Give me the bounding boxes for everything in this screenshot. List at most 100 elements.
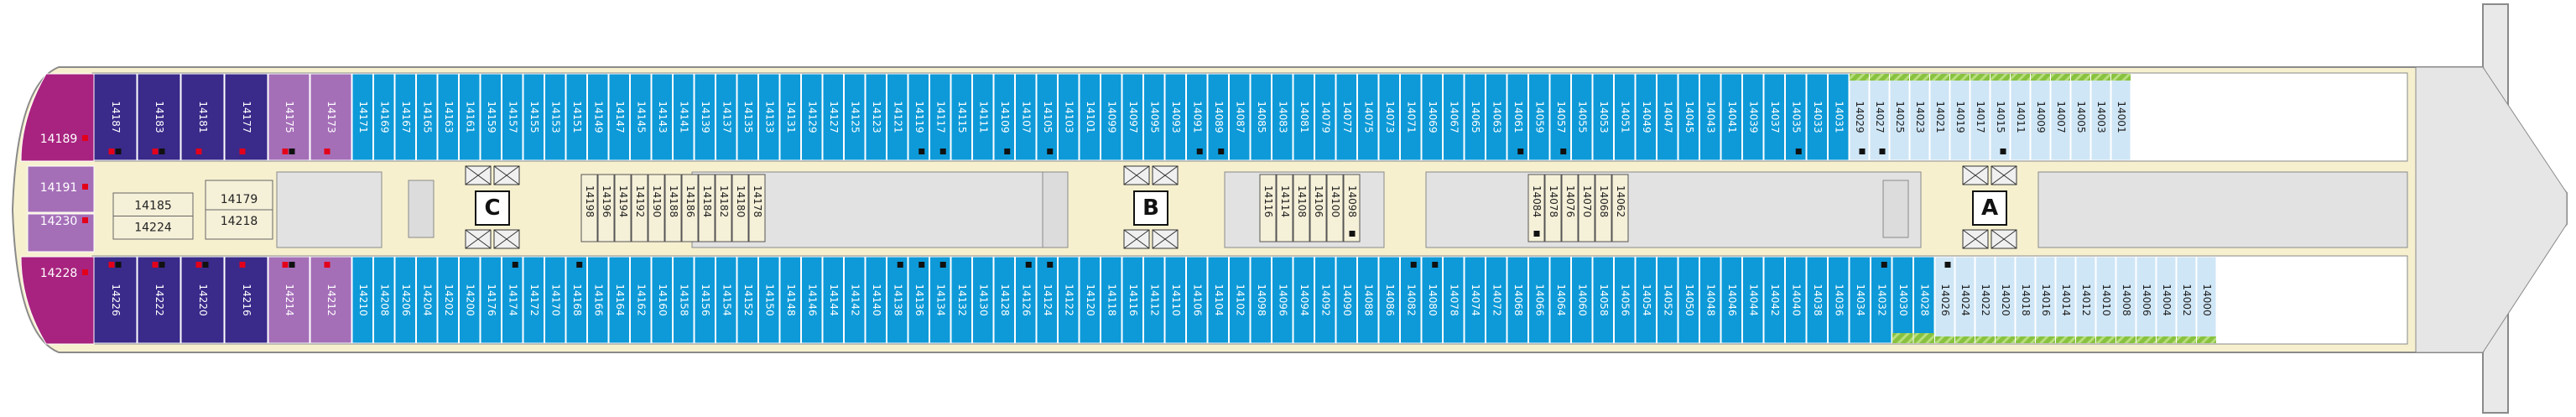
bottom-cabin-14058[interactable]: 14058: [1592, 256, 1614, 344]
bottom-cabin-14154[interactable]: 14154: [716, 256, 737, 344]
top-cabin-14145[interactable]: 14145: [630, 73, 652, 161]
bottom-cabin-14094[interactable]: 14094: [1293, 256, 1314, 344]
top-cabin-14093[interactable]: 14093: [1164, 73, 1186, 161]
bottom-cabin-14092[interactable]: 14092: [1314, 256, 1336, 344]
bottom-cabin-14110[interactable]: 14110: [1164, 256, 1186, 344]
bottom-cabin-14046[interactable]: 14046: [1720, 256, 1742, 344]
inner-cabin-14114[interactable]: 14114: [1276, 174, 1293, 242]
bottom-cabin-14160[interactable]: 14160: [651, 256, 673, 344]
bottom-cabin-14170[interactable]: 14170: [544, 256, 566, 344]
inner-cabin-14186[interactable]: 14186: [681, 174, 699, 242]
top-cabin-14127[interactable]: 14127: [822, 73, 844, 161]
bottom-cabin-14052[interactable]: 14052: [1657, 256, 1678, 344]
top-cabin-14065[interactable]: 14065: [1464, 73, 1486, 161]
bottom-cabin-14156[interactable]: 14156: [694, 256, 716, 344]
inner-cabin-14070[interactable]: 14070: [1578, 174, 1595, 242]
top-cabin-14059[interactable]: 14059: [1528, 73, 1550, 161]
bottom-cabin-14036[interactable]: 14036: [1828, 256, 1850, 344]
bottom-cabin-14206[interactable]: 14206: [394, 256, 416, 344]
bottom-cabin-14212[interactable]: 14212: [310, 256, 352, 344]
top-cabin-14141[interactable]: 14141: [673, 73, 695, 161]
bottom-cabin-14008[interactable]: 14008: [2115, 256, 2136, 344]
bottom-cabin-14220[interactable]: 14220: [180, 256, 225, 344]
top-cabin-14167[interactable]: 14167: [394, 73, 416, 161]
top-cabin-14077[interactable]: 14077: [1335, 73, 1357, 161]
top-cabin-14175[interactable]: 14175: [268, 73, 310, 161]
bottom-cabin-14080[interactable]: 14080: [1421, 256, 1443, 344]
bottom-cabin-14098[interactable]: 14098: [1250, 256, 1272, 344]
bottom-cabin-14120[interactable]: 14120: [1079, 256, 1101, 344]
top-cabin-14071[interactable]: 14071: [1400, 73, 1422, 161]
bottom-cabin-14168[interactable]: 14168: [565, 256, 587, 344]
top-cabin-14037[interactable]: 14037: [1763, 73, 1785, 161]
top-cabin-14021[interactable]: 14021: [1929, 73, 1950, 161]
bottom-cabin-14104[interactable]: 14104: [1207, 256, 1229, 344]
top-cabin-14123[interactable]: 14123: [865, 73, 887, 161]
bottom-cabin-14090[interactable]: 14090: [1335, 256, 1357, 344]
top-cabin-14129[interactable]: 14129: [801, 73, 823, 161]
top-cabin-14149[interactable]: 14149: [587, 73, 609, 161]
top-cabin-14137[interactable]: 14137: [716, 73, 737, 161]
bottom-cabin-14152[interactable]: 14152: [736, 256, 758, 344]
bottom-cabin-14106[interactable]: 14106: [1186, 256, 1208, 344]
top-cabin-14117[interactable]: 14117: [929, 73, 951, 161]
top-cabin-14047[interactable]: 14047: [1657, 73, 1678, 161]
bottom-cabin-14032[interactable]: 14032: [1871, 256, 1892, 344]
bottom-cabin-14208[interactable]: 14208: [373, 256, 395, 344]
top-cabin-14091[interactable]: 14091: [1186, 73, 1208, 161]
top-cabin-14135[interactable]: 14135: [736, 73, 758, 161]
bottom-cabin-14128[interactable]: 14128: [993, 256, 1015, 344]
top-cabin-14069[interactable]: 14069: [1421, 73, 1443, 161]
bottom-cabin-14172[interactable]: 14172: [523, 256, 544, 344]
bottom-cabin-14144[interactable]: 14144: [822, 256, 844, 344]
bottom-cabin-14124[interactable]: 14124: [1036, 256, 1058, 344]
inner-cabin-14180[interactable]: 14180: [731, 174, 749, 242]
bottom-cabin-14102[interactable]: 14102: [1229, 256, 1251, 344]
top-cabin-14083[interactable]: 14083: [1272, 73, 1293, 161]
bottom-cabin-14164[interactable]: 14164: [608, 256, 630, 344]
bottom-cabin-14024[interactable]: 14024: [1954, 256, 1975, 344]
inner-cabin-14184[interactable]: 14184: [698, 174, 716, 242]
bottom-cabin-14140[interactable]: 14140: [865, 256, 887, 344]
top-cabin-14033[interactable]: 14033: [1806, 73, 1828, 161]
bottom-cabin-14086[interactable]: 14086: [1378, 256, 1400, 344]
bottom-cabin-14020[interactable]: 14020: [1995, 256, 2016, 344]
inner-cabin-14078[interactable]: 14078: [1544, 174, 1562, 242]
top-cabin-14131[interactable]: 14131: [779, 73, 801, 161]
top-cabin-14023[interactable]: 14023: [1909, 73, 1930, 161]
bottom-cabin-14054[interactable]: 14054: [1635, 256, 1657, 344]
stair-a[interactable]: A: [1962, 165, 2017, 249]
bottom-cabin-14216[interactable]: 14216: [224, 256, 268, 344]
bottom-cabin-14150[interactable]: 14150: [758, 256, 780, 344]
top-cabin-14181[interactable]: 14181: [180, 73, 225, 161]
bottom-cabin-14034[interactable]: 14034: [1849, 256, 1871, 344]
top-cabin-14017[interactable]: 14017: [1970, 73, 1991, 161]
inner-cabin-14196[interactable]: 14196: [597, 174, 615, 242]
top-cabin-14079[interactable]: 14079: [1314, 73, 1336, 161]
bottom-cabin-14040[interactable]: 14040: [1785, 256, 1807, 344]
inner-cabin-14116[interactable]: 14116: [1259, 174, 1277, 242]
top-cabin-14055[interactable]: 14055: [1571, 73, 1593, 161]
bottom-cabin-14126[interactable]: 14126: [1015, 256, 1037, 344]
bottom-cabin-14016[interactable]: 14016: [2035, 256, 2056, 344]
bottom-cabin-14158[interactable]: 14158: [673, 256, 695, 344]
top-cabin-14031[interactable]: 14031: [1828, 73, 1850, 161]
top-cabin-14147[interactable]: 14147: [608, 73, 630, 161]
inner-cabin-14100[interactable]: 14100: [1326, 174, 1344, 242]
inner-cabin-14068[interactable]: 14068: [1595, 174, 1612, 242]
bottom-cabin-14050[interactable]: 14050: [1678, 256, 1699, 344]
top-cabin-14075[interactable]: 14075: [1357, 73, 1379, 161]
top-cabin-14121[interactable]: 14121: [887, 73, 908, 161]
bottom-cabin-14166[interactable]: 14166: [587, 256, 609, 344]
inner-cabin-14192[interactable]: 14192: [631, 174, 648, 242]
bottom-cabin-14004[interactable]: 14004: [2156, 256, 2177, 344]
top-cabin-14101[interactable]: 14101: [1079, 73, 1101, 161]
top-cabin-14125[interactable]: 14125: [844, 73, 866, 161]
bottom-cabin-14130[interactable]: 14130: [972, 256, 994, 344]
top-cabin-14011[interactable]: 14011: [2010, 73, 2031, 161]
top-cabin-14143[interactable]: 14143: [651, 73, 673, 161]
top-cabin-14005[interactable]: 14005: [2070, 73, 2091, 161]
top-cabin-14157[interactable]: 14157: [502, 73, 523, 161]
bottom-cabin-14118[interactable]: 14118: [1101, 256, 1122, 344]
bottom-cabin-14056[interactable]: 14056: [1614, 256, 1636, 344]
